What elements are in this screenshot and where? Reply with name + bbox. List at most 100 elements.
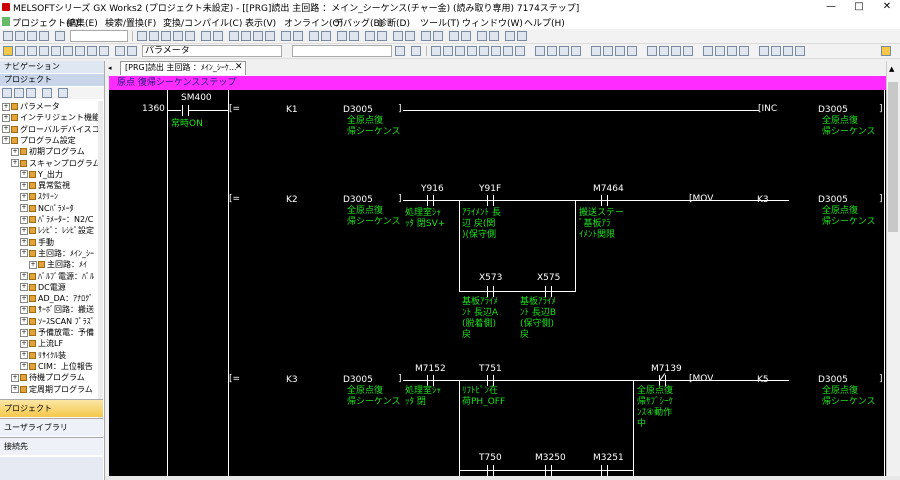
- expand-icon[interactable]: +: [20, 294, 28, 303]
- nav-properties-icon[interactable]: [14, 88, 24, 98]
- expand-icon[interactable]: +: [20, 328, 28, 337]
- ladder-tool-6-icon[interactable]: [491, 46, 501, 56]
- new-icon[interactable]: [3, 31, 13, 41]
- tile-icon[interactable]: [127, 46, 137, 56]
- tree-item[interactable]: +待機プログラム: [11, 372, 85, 383]
- tree-item[interactable]: +ﾊﾞﾙﾌﾞ電源：ﾊﾞﾙ: [20, 271, 94, 282]
- navigation-icon[interactable]: [3, 46, 13, 56]
- menu-diagnostics[interactable]: 診断(D): [378, 19, 410, 29]
- expand-icon[interactable]: +: [11, 159, 19, 167]
- tree-item[interactable]: +初期プログラム: [11, 146, 85, 157]
- scroll-up-icon[interactable]: ▲: [889, 65, 895, 73]
- ladder-tool-8-icon[interactable]: [515, 46, 525, 56]
- ladder-tool-5-icon[interactable]: [479, 46, 489, 56]
- tree-item[interactable]: +NCﾊﾟﾗﾒｰﾀ: [20, 203, 74, 214]
- options-icon[interactable]: [881, 46, 891, 56]
- ladder-tool-21-icon[interactable]: [703, 46, 713, 56]
- simulation-icon[interactable]: [321, 31, 331, 41]
- tree-item[interactable]: +ｿｰｽSCAN ﾌﾟﾗｽﾞ: [20, 316, 95, 327]
- toolbar-combo-1[interactable]: [70, 30, 128, 42]
- cross-ref-icon[interactable]: [349, 31, 359, 41]
- nav-button-project[interactable]: プロジェクト: [0, 399, 103, 417]
- tree-item[interactable]: +Y_出力: [20, 169, 63, 180]
- output-icon[interactable]: [27, 46, 37, 56]
- menu-help[interactable]: ヘルプ(H): [524, 19, 565, 29]
- tree-item[interactable]: +DC電源: [20, 282, 66, 293]
- partial-icon[interactable]: [99, 46, 109, 56]
- nav-new-icon[interactable]: [2, 88, 12, 98]
- ladder-tool-10-icon[interactable]: [547, 46, 557, 56]
- menu-window[interactable]: ウィンドウ(W): [462, 19, 523, 29]
- expand-icon[interactable]: +: [20, 317, 28, 326]
- intelligent-icon[interactable]: [75, 46, 85, 56]
- device-list-icon[interactable]: [51, 46, 61, 56]
- tree-item[interactable]: +ﾊﾟﾗﾒｰﾀｰ：N2/C: [20, 214, 93, 225]
- ladder-tool-16-icon[interactable]: [627, 46, 637, 56]
- tree-item[interactable]: +インテリジェント機能ユニット: [2, 112, 98, 123]
- find-icon[interactable]: [201, 31, 211, 41]
- nav-button-connection[interactable]: 接続先: [0, 437, 103, 455]
- param-combo[interactable]: パラメータ: [142, 45, 282, 57]
- device-combo[interactable]: [292, 45, 392, 57]
- ladder-tool-14-icon[interactable]: [603, 46, 613, 56]
- expand-icon[interactable]: +: [11, 373, 19, 382]
- ladder-tool-28-icon[interactable]: [795, 46, 805, 56]
- write-plc-icon[interactable]: [241, 31, 251, 41]
- ladder-tool-20-icon[interactable]: [683, 46, 693, 56]
- tree-item[interactable]: +ﾘｻｲｸﾙ装: [20, 350, 66, 361]
- ladder-tool-18-icon[interactable]: [659, 46, 669, 56]
- ladder-tool-3-icon[interactable]: [455, 46, 465, 56]
- watch-icon[interactable]: [63, 46, 73, 56]
- save-icon[interactable]: [27, 31, 37, 41]
- zoom-icon[interactable]: [411, 46, 421, 56]
- expand-icon[interactable]: +: [20, 181, 28, 190]
- ladder-editor[interactable]: 原点 復帰シーケンスステップ 1360 SM400 常時ON [= K1 D30…: [109, 76, 886, 480]
- nav-expand-icon[interactable]: [58, 88, 68, 98]
- help-icon[interactable]: [55, 31, 65, 41]
- ladder-tool-27-icon[interactable]: [783, 46, 793, 56]
- expand-icon[interactable]: +: [20, 238, 28, 247]
- ladder-tool-25-icon[interactable]: [759, 46, 769, 56]
- cut-icon[interactable]: [137, 31, 147, 41]
- ladder-tool-12-icon[interactable]: [571, 46, 581, 56]
- tree-item[interactable]: +CIM：上位報告: [20, 361, 93, 372]
- ladder-tool-17-icon[interactable]: [647, 46, 657, 56]
- close-button[interactable]: ✕: [882, 1, 892, 12]
- print-icon[interactable]: [39, 31, 49, 41]
- menu-tool[interactable]: ツール(T): [420, 19, 460, 29]
- ladder-tool-9-icon[interactable]: [535, 46, 545, 56]
- tree-item[interactable]: +ｽｸﾘｰﾝ: [20, 191, 58, 202]
- menu-view[interactable]: 表示(V): [245, 19, 277, 29]
- expand-icon[interactable]: +: [2, 102, 10, 111]
- expand-icon[interactable]: +: [20, 305, 28, 314]
- tree-item[interactable]: +上流LF: [20, 338, 63, 349]
- maximize-button[interactable]: □: [854, 1, 864, 12]
- expand-icon[interactable]: +: [2, 136, 10, 145]
- expand-icon[interactable]: +: [20, 170, 28, 179]
- tab-main-circuit[interactable]: [PRG]読出 主回路 ：ﾒｲﾝ_ｼｰｹ...: [120, 61, 246, 75]
- tree-item[interactable]: +予備放電：予備: [20, 327, 94, 338]
- comment-icon[interactable]: [505, 31, 515, 41]
- statement-icon[interactable]: [517, 31, 527, 41]
- menu-online[interactable]: オンライン(O): [284, 19, 344, 29]
- tree-item[interactable]: +スキャンプログラム: [11, 158, 98, 169]
- ladder-tool-26-icon[interactable]: [771, 46, 781, 56]
- scrollbar-thumb[interactable]: [888, 82, 898, 232]
- undo-icon[interactable]: [173, 31, 183, 41]
- expand-icon[interactable]: +: [20, 204, 28, 213]
- expand-icon[interactable]: +: [20, 283, 28, 292]
- tree-item[interactable]: +ﾚｼﾋﾟ：ﾚｼﾋﾟ設定: [20, 225, 94, 236]
- expand-icon[interactable]: +: [20, 226, 28, 235]
- nav-sort-icon[interactable]: [42, 88, 52, 98]
- tree-item[interactable]: +AD_DA：ｱﾅﾛｸﾞ: [20, 293, 93, 304]
- nav-button-user-library[interactable]: ユーザライブラリ: [0, 418, 103, 436]
- nav-filter-icon[interactable]: [26, 88, 36, 98]
- tree-item[interactable]: +プログラム設定: [2, 135, 76, 146]
- expand-icon[interactable]: +: [20, 249, 28, 258]
- tree-item[interactable]: +グローバルデバイスコメント: [2, 124, 98, 135]
- menu-project[interactable]: プロジェクト(P): [12, 19, 79, 29]
- ladder-tool-13-icon[interactable]: [591, 46, 601, 56]
- ladder-tool-24-icon[interactable]: [739, 46, 749, 56]
- tree-item[interactable]: +手動: [20, 237, 54, 248]
- contact-b-icon[interactable]: [405, 31, 415, 41]
